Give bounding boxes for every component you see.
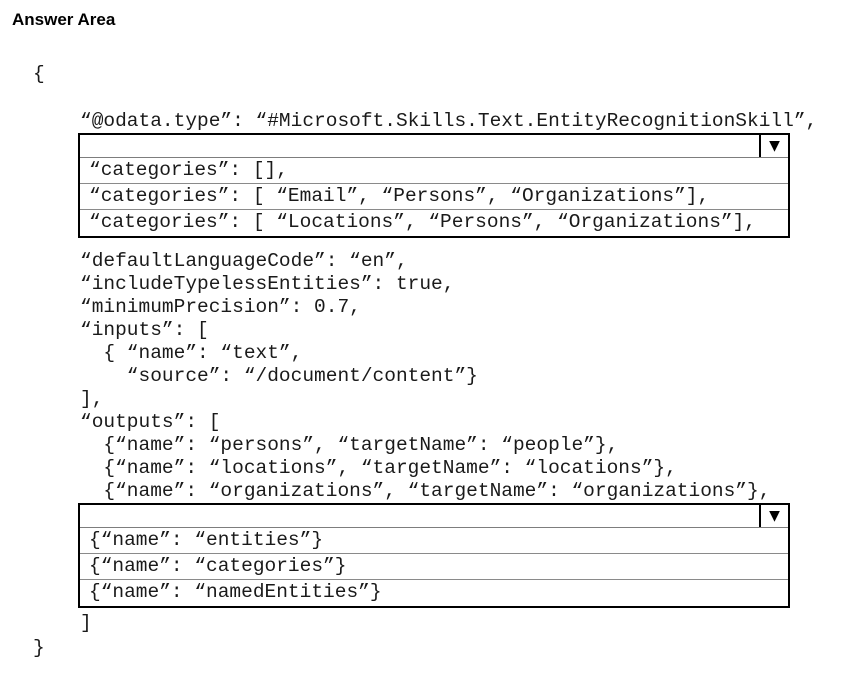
output-option-categories[interactable]: {“name”: “categories”} bbox=[80, 554, 788, 580]
categories-dropdown: ▼ “categories”: [], “categories”: [ “Ema… bbox=[78, 133, 790, 238]
categories-dropdown-options: “categories”: [], “categories”: [ “Email… bbox=[80, 158, 788, 236]
code-line-minimum-precision: “minimumPrecision”: 0.7, bbox=[80, 296, 361, 318]
categories-option-locations-persons-organizations[interactable]: “categories”: [ “Locations”, “Persons”, … bbox=[89, 211, 757, 233]
code-line-outputs-open: “outputs”: [ bbox=[80, 411, 221, 433]
outputs-name-dropdown: ▼ {“name”: “entities”} {“name”: “categor… bbox=[78, 503, 790, 608]
code-line-odata-type: “@odata.type”: “#Microsoft.Skills.Text.E… bbox=[80, 110, 818, 132]
caret-down-icon: ▼ bbox=[769, 508, 780, 524]
outputs-name-dropdown-options: {“name”: “entities”} {“name”: “categorie… bbox=[80, 528, 788, 606]
categories-dropdown-arrow-button[interactable]: ▼ bbox=[759, 135, 788, 157]
code-line-output-persons: {“name”: “persons”, “targetName”: “peopl… bbox=[80, 434, 619, 456]
code-line-output-organizations: {“name”: “organizations”, “targetName”: … bbox=[80, 480, 771, 502]
code-line-inputs-close: ], bbox=[80, 388, 104, 410]
code-line-input-source: “source”: “/document/content”} bbox=[80, 365, 478, 387]
page-title: Answer Area bbox=[12, 10, 116, 29]
output-option-named-entities[interactable]: {“name”: “namedEntities”} bbox=[89, 581, 382, 603]
categories-option-email-persons-organizations[interactable]: “categories”: [ “Email”, “Persons”, “Org… bbox=[80, 184, 788, 210]
categories-option-empty[interactable]: “categories”: [], bbox=[80, 158, 788, 184]
outputs-name-dropdown-select[interactable]: ▼ bbox=[80, 505, 788, 528]
json-code-block: “@odata.type”: “#Microsoft.Skills.Text.E… bbox=[78, 110, 842, 635]
json-open-brace: { bbox=[33, 63, 45, 85]
output-option-entities[interactable]: {“name”: “entities”} bbox=[80, 528, 788, 554]
caret-down-icon: ▼ bbox=[769, 138, 780, 154]
code-line-include-typeless: “includeTypelessEntities”: true, bbox=[80, 273, 455, 295]
json-close-brace: } bbox=[33, 637, 45, 659]
code-line-inputs-open: “inputs”: [ bbox=[80, 319, 209, 341]
json-outputs-close-bracket: ] bbox=[80, 612, 92, 634]
categories-dropdown-selected-value bbox=[80, 135, 759, 157]
json-body-lines: “defaultLanguageCode”: “en”, “includeTyp… bbox=[80, 250, 842, 503]
outputs-name-dropdown-arrow-button[interactable]: ▼ bbox=[759, 505, 788, 527]
code-line-output-locations: {“name”: “locations”, “targetName”: “loc… bbox=[80, 457, 677, 479]
answer-area: Answer Area { “@odata.type”: “#Microsoft… bbox=[0, 10, 842, 660]
outputs-name-dropdown-selected-value bbox=[80, 505, 759, 527]
categories-dropdown-select[interactable]: ▼ bbox=[80, 135, 788, 158]
code-line-default-language: “defaultLanguageCode”: “en”, bbox=[80, 250, 408, 272]
code-line-input-name: { “name”: “text”, bbox=[80, 342, 303, 364]
